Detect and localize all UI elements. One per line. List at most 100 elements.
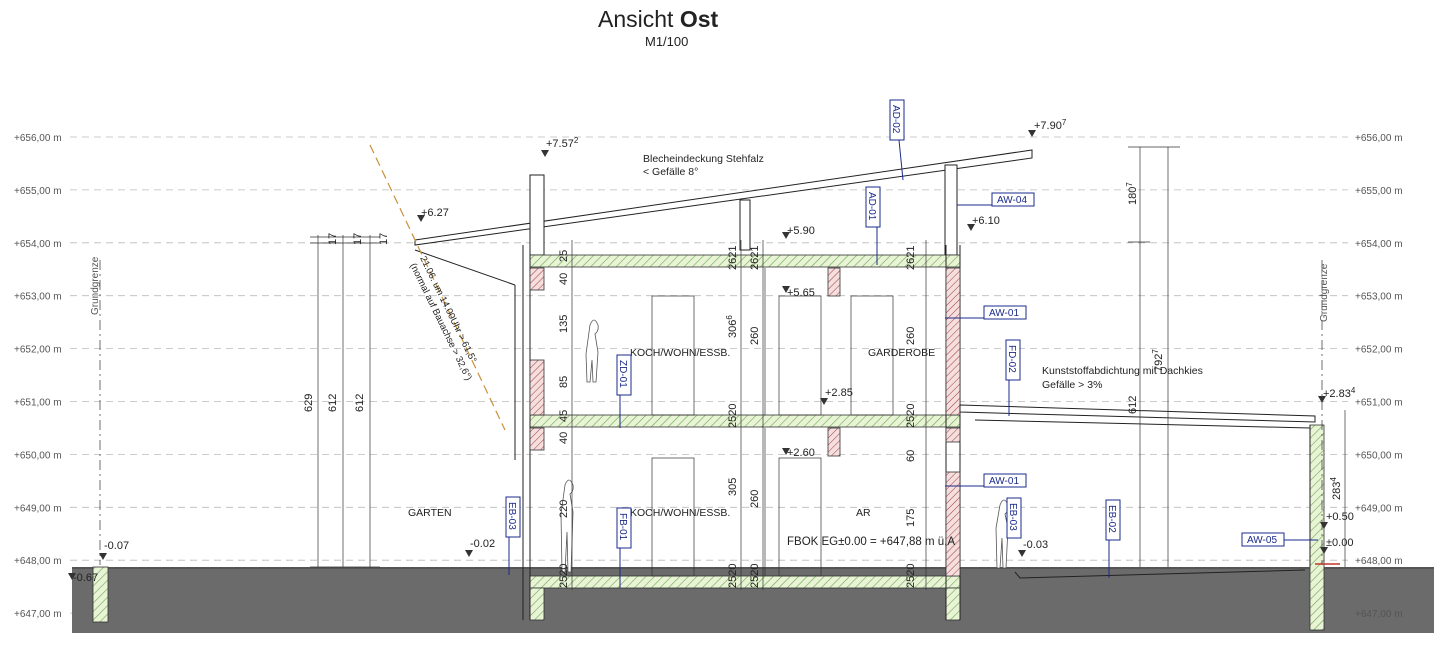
elev-565: +5.65 [787, 287, 815, 299]
door-eg-2 [778, 457, 822, 577]
mid-roof-post [739, 199, 751, 251]
level-label-right: +649,00 m [1355, 503, 1403, 514]
level-label-left: +656,00 m [14, 133, 62, 144]
svg-text:EB-03: EB-03 [506, 502, 517, 530]
annex-floor [1014, 569, 1306, 579]
level-label-right: +651,00 m [1355, 398, 1403, 409]
marker-260 [782, 448, 790, 455]
tag-fd02: FD-02 [1005, 339, 1021, 381]
foundation-right [945, 587, 961, 621]
left-boundary-label: Grundgrenze [90, 256, 101, 315]
chimney [529, 174, 545, 256]
tag-aw04: AW-04 [957, 192, 1035, 207]
dim-40-a: 40 [558, 273, 570, 285]
person-figure-terrace [995, 499, 1009, 569]
foundation-left [529, 587, 545, 621]
svg-text:AW-05: AW-05 [1247, 535, 1277, 546]
column-eg-top [827, 427, 841, 457]
dim-2520-f: 2520 [905, 564, 917, 588]
elev-283: +2.834 [1323, 386, 1356, 400]
dim-2621-a: 2621 [727, 246, 739, 270]
svg-text:FD-02: FD-02 [1006, 345, 1017, 373]
dim-612-b: 612 [354, 394, 366, 412]
marker-p000 [1320, 547, 1328, 554]
parapet-og-left [529, 359, 545, 416]
elev-m003: -0.03 [1023, 539, 1048, 551]
elev-757: +7.572 [546, 136, 579, 150]
room-eg-kitchen: KOCH/WOHN/ESSB. [630, 507, 730, 519]
dim-220: 220 [558, 500, 570, 518]
elev-p050: +0.50 [1326, 511, 1354, 523]
annex-flat-roof [959, 404, 1316, 423]
svg-text:FB-01: FB-01 [617, 513, 628, 541]
element-tags: AD-02 AD-01 AW-04 AW-01 AW-01 FD-02 [505, 99, 1318, 588]
tag-aw01b: AW-01 [945, 473, 1027, 488]
marker-m007 [99, 553, 107, 560]
marker-757 [541, 150, 549, 157]
dim-17-b: 17 [352, 233, 364, 245]
marker-565 [782, 286, 790, 293]
dim-2621-b: 2621 [749, 246, 761, 270]
level-label-left: +655,00 m [14, 186, 62, 197]
person-figure-og [585, 319, 599, 383]
annex-ceiling [974, 419, 1311, 429]
dim-2520-a: 2520 [558, 564, 570, 588]
dim-175: 175 [905, 509, 917, 527]
level-label-left: +651,00 m [14, 398, 62, 409]
dim-612-a: 612 [327, 394, 339, 412]
svg-text:EB-02: EB-02 [1106, 505, 1117, 533]
level-label-right: +647,00 m [1355, 609, 1403, 620]
sun-angle-line [369, 144, 506, 431]
elev-790: +7.907 [1034, 118, 1067, 132]
elevation-markers: +7.572 +7.907 +6.27 +6.10 +5.90 +5.65 +2… [68, 118, 1356, 584]
dim-792: 7927 [1151, 349, 1165, 372]
room-eg-ar: AR [856, 507, 871, 519]
door-eg-1 [651, 457, 695, 577]
tag-eb03a: EB-03 [505, 496, 521, 538]
ground-line [72, 567, 1434, 569]
dim-629: 629 [303, 394, 315, 412]
dim-2520-d: 2520 [749, 564, 761, 588]
lintel-eg-right [945, 427, 961, 443]
dim-260-a: 260 [749, 327, 761, 345]
level-label-right: +650,00 m [1355, 450, 1403, 461]
dim-180: 1807 [1125, 182, 1139, 205]
tag-aw05: AW-05 [1241, 532, 1318, 547]
main-roof [414, 149, 1033, 246]
elev-627: +6.27 [421, 207, 449, 219]
dim-45: 45 [558, 410, 570, 422]
door-og-2 [778, 295, 822, 416]
svg-text:AW-04: AW-04 [997, 195, 1027, 206]
flat-roof-note: Kunststoffabdichtung mit Dachkies [1042, 365, 1203, 377]
marker-627 [417, 215, 425, 222]
level-label-right: +656,00 m [1355, 133, 1403, 144]
dim-2520-b: 2520 [727, 404, 739, 428]
tag-zd01: ZD-01 [616, 354, 632, 396]
dim-60: 60 [905, 450, 917, 462]
tag-fb01: FB-01 [616, 507, 632, 549]
dim-283: 2834 [1329, 477, 1343, 500]
svg-text:AD-02: AD-02 [890, 105, 901, 134]
svg-text:AW-01: AW-01 [989, 476, 1019, 487]
dim-3066: 3066 [725, 315, 739, 338]
level-labels: +656,00 m+656,00 m+655,00 m+655,00 m+654… [14, 133, 1403, 620]
elev-m007: -0.07 [104, 540, 129, 552]
marker-285 [820, 398, 828, 405]
level-label-left: +652,00 m [14, 345, 62, 356]
dim-25: 25 [558, 250, 570, 262]
sun-angle-text-2: (normal auf Bauachse > 32,6°) [407, 261, 474, 382]
dim-2520-e: 2520 [905, 404, 917, 428]
dim-135: 135 [558, 315, 570, 333]
level-label-right: +648,00 m [1355, 556, 1403, 567]
level-label-right: +652,00 m [1355, 345, 1403, 356]
elev-285: +2.85 [825, 387, 853, 399]
eg-floor-slab [529, 575, 961, 589]
dimension-texts: 629 612 612 17 17 17 40 25 135 85 45 40 … [303, 182, 1343, 588]
door-og-3 [850, 295, 894, 416]
level-label-left: +654,00 m [14, 239, 62, 250]
dimension-lines [310, 146, 1346, 590]
room-og-kitchen: KOCH/WOHN/ESSB. [630, 347, 730, 359]
tag-eb03b: EB-03 [1006, 497, 1022, 539]
roof-slope-note: < Gefälle 8° [643, 166, 698, 178]
